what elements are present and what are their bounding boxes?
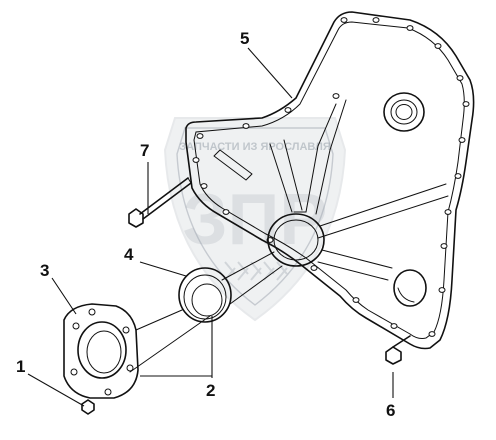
watermark-shield-inner	[176, 127, 334, 306]
cover-ribs	[269, 99, 449, 281]
watermark-arc-text: ЗАПЧАСТИ ИЗ ЯРОСЛАВЛЯ	[179, 141, 331, 153]
cover-crank-bore	[267, 213, 325, 267]
watermark-logo: ЗПР ЗАПЧАСТИ ИЗ ЯРОСЛАВЛЯ	[163, 117, 347, 322]
watermark-shield-shape	[163, 117, 347, 322]
callout-labels: 5 7 4 3 1 2 6	[16, 29, 395, 420]
callout-7: 7	[140, 141, 149, 160]
seal-gasket-ring	[178, 267, 232, 323]
callout-1: 1	[16, 357, 25, 376]
callout-3: 3	[40, 261, 49, 280]
watermark-logo-text: ЗПР	[183, 180, 328, 260]
seal-retainer-plate	[63, 303, 139, 399]
callout-2: 2	[206, 381, 215, 400]
cover-bolt	[385, 335, 411, 365]
cover-upper-seal	[383, 92, 425, 132]
watermark-tread-pattern	[224, 261, 288, 281]
leader-lines	[27, 47, 394, 407]
cover-bolt-holes	[192, 17, 470, 337]
callout-4: 4	[124, 245, 134, 264]
front-cover-gasket	[185, 11, 475, 350]
cover-slot	[213, 149, 253, 181]
cover-lower-bore	[393, 269, 427, 307]
callout-6: 6	[386, 401, 395, 420]
callout-5: 5	[240, 29, 249, 48]
small-bolt	[81, 399, 95, 415]
cover-outer-outline	[185, 11, 475, 350]
